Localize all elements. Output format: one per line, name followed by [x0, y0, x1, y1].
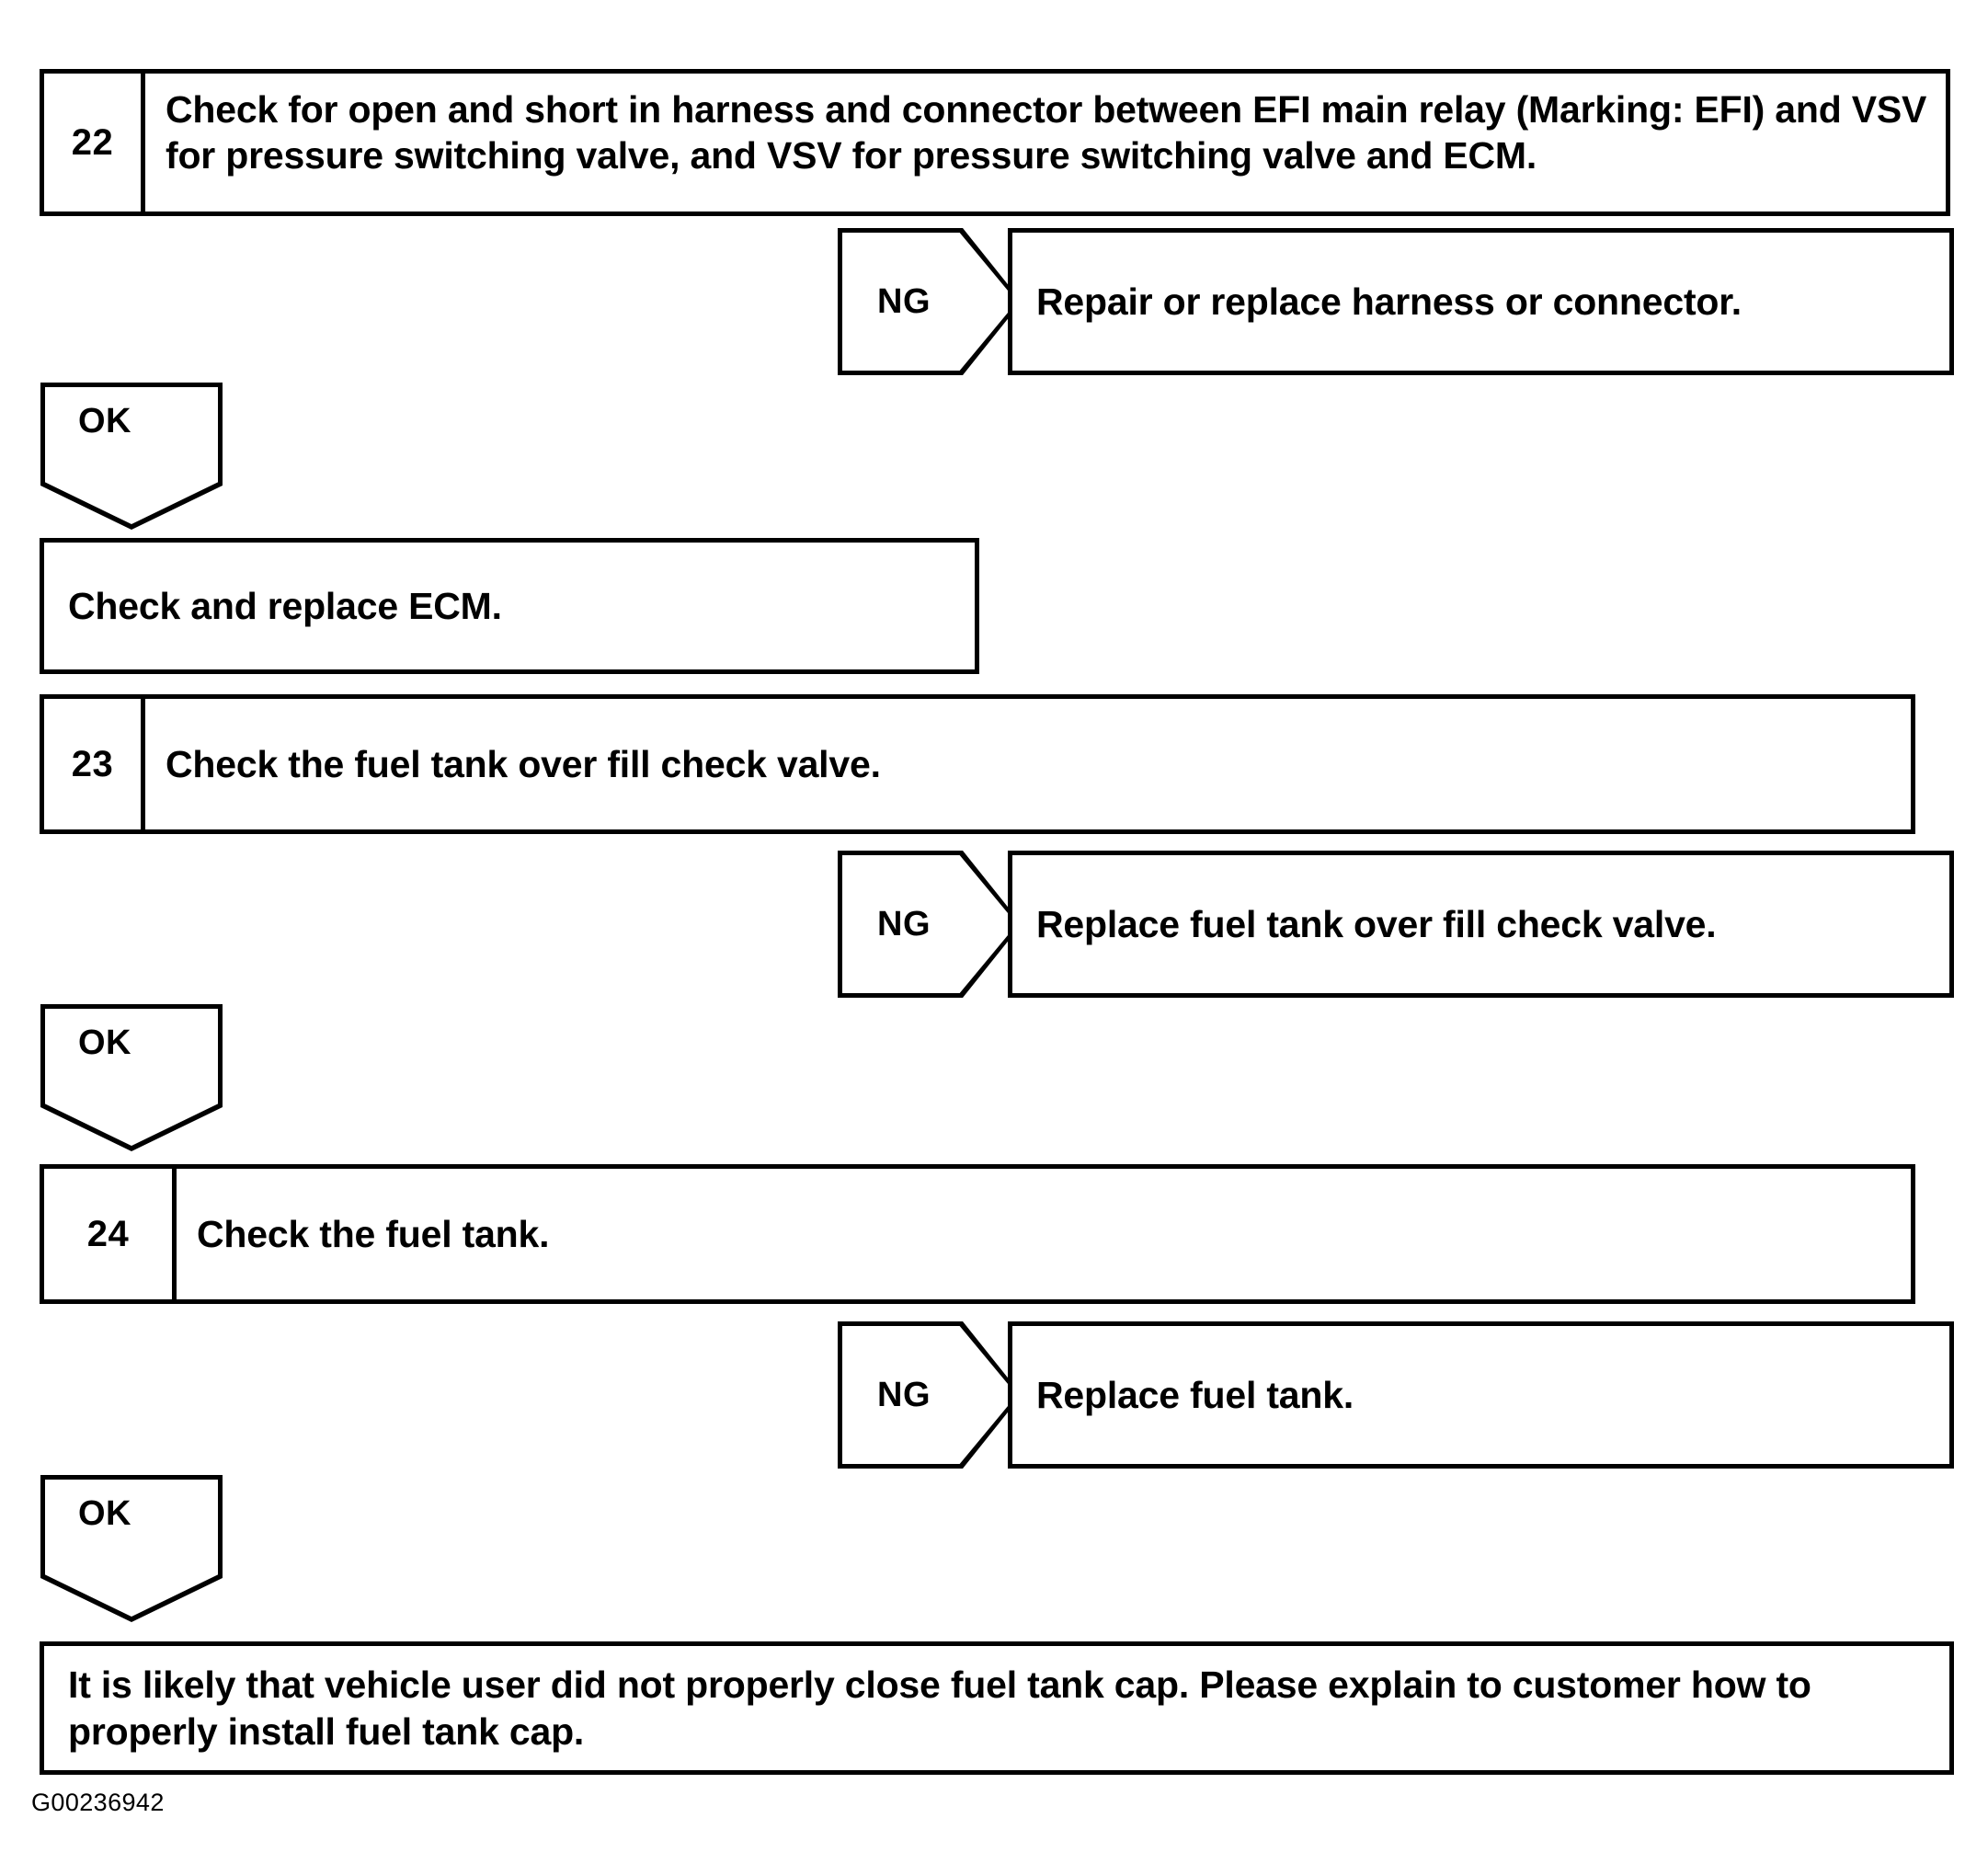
ok-tag-23: OK [40, 1004, 223, 1151]
ng-tag-23: NG [838, 851, 1022, 998]
step-box-24: 24 Check the fuel tank. [40, 1164, 1915, 1304]
ok-action-text-22: Check and replace ECM. [68, 584, 502, 627]
conclusion-text: It is likely that vehicle user did not p… [68, 1663, 1811, 1753]
step-instruction-24: Check the fuel tank. [197, 1212, 550, 1255]
step-number-24: 24 [44, 1169, 177, 1299]
step-box-22: 22 Check for open and short in harness a… [40, 69, 1950, 216]
ok-action-box-22: Check and replace ECM. [40, 538, 979, 674]
ng-tag-label-23: NG [877, 904, 931, 943]
ng-tag-label-24: NG [877, 1375, 931, 1414]
ng-tag-label-22: NG [877, 281, 931, 321]
ng-tag-24: NG [838, 1321, 1022, 1469]
ok-tag-24: OK [40, 1475, 223, 1622]
conclusion-box: It is likely that vehicle user did not p… [40, 1641, 1954, 1775]
ng-action-text-22: Repair or replace harness or connector. [1036, 280, 1742, 323]
ng-action-text-23: Replace fuel tank over fill check valve. [1036, 902, 1717, 945]
ok-tag-22: OK [40, 383, 223, 530]
ng-tag-22: NG [838, 228, 1022, 375]
ok-tag-label-24: OK [78, 1494, 131, 1533]
step-instruction-23: Check the fuel tank over fill check valv… [166, 742, 881, 785]
step-instruction-22: Check for open and short in harness and … [166, 88, 1927, 177]
ng-action-box-22: Repair or replace harness or connector. [1008, 228, 1954, 375]
ng-action-box-23: Replace fuel tank over fill check valve. [1008, 851, 1954, 998]
ng-action-box-24: Replace fuel tank. [1008, 1321, 1954, 1469]
ok-tag-label-23: OK [78, 1023, 131, 1062]
step-number-22: 22 [44, 74, 145, 212]
figure-code: G00236942 [31, 1789, 165, 1816]
step-number-23: 23 [44, 699, 145, 829]
ok-tag-label-22: OK [78, 402, 131, 440]
step-box-23: 23 Check the fuel tank over fill check v… [40, 694, 1915, 834]
ng-action-text-24: Replace fuel tank. [1036, 1373, 1354, 1416]
